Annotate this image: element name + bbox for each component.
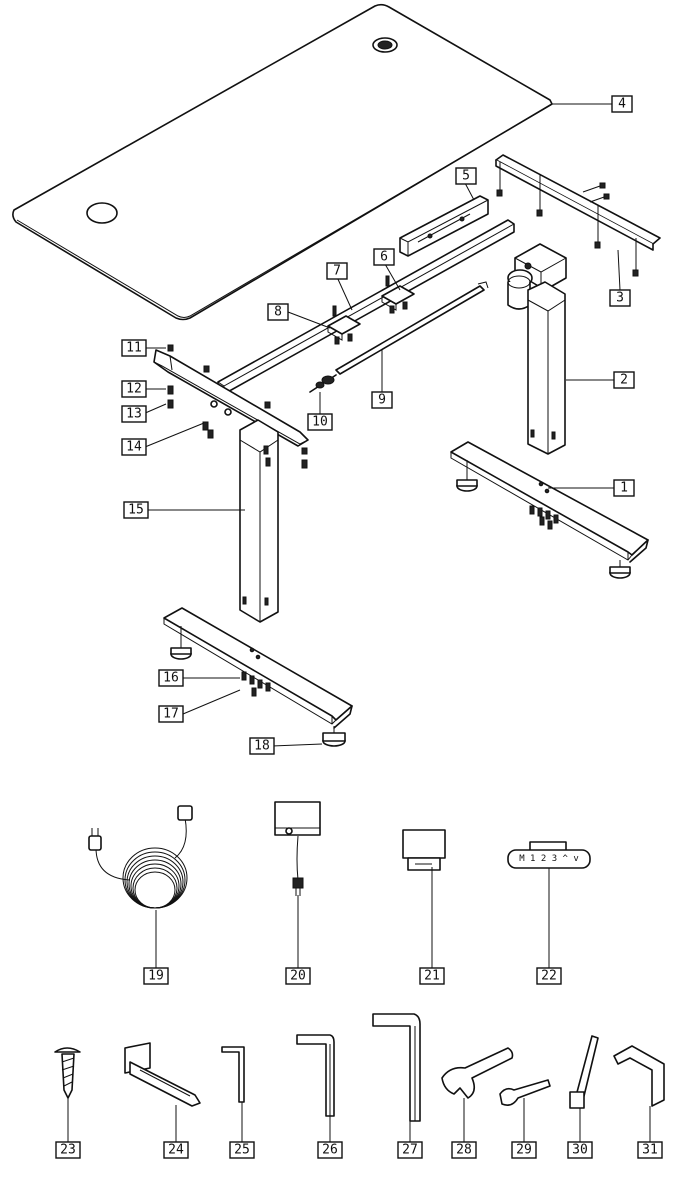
callout-3-label: 3 (616, 291, 624, 306)
callout-19: 19 (143, 967, 169, 985)
callout-4-label: 4 (618, 97, 626, 112)
callout-25-label: 25 (234, 1143, 250, 1158)
callout-21-label: 21 (424, 969, 440, 984)
callout-10-label: 10 (312, 415, 328, 430)
callout-25: 25 (229, 1141, 255, 1159)
callout-30-label: 30 (572, 1143, 588, 1158)
callout-11-label: 11 (126, 341, 142, 356)
callout-16: 16 (158, 669, 184, 687)
left-column (239, 419, 279, 623)
medium-allen-key (296, 1034, 335, 1117)
adapter-cable (274, 801, 321, 896)
screwdriver-bit (569, 1035, 599, 1109)
callout-22-label: 22 (541, 969, 557, 984)
left-foot (163, 607, 353, 747)
callout-21: 21 (419, 967, 445, 985)
callout-8: 8 (267, 303, 289, 321)
leader-lines (67, 103, 651, 1142)
callout-12: 12 (121, 380, 147, 398)
callout-23-label: 23 (60, 1143, 76, 1158)
desktop (12, 3, 553, 321)
callout-1-label: 1 (620, 481, 628, 496)
callout-9: 9 (371, 391, 393, 409)
callout-30: 30 (567, 1141, 593, 1159)
cable-tie-mount (124, 1042, 201, 1107)
callout-1: 1 (613, 479, 635, 497)
callout-23: 23 (55, 1141, 81, 1159)
callout-13-label: 13 (126, 407, 142, 422)
callout-16-label: 16 (163, 671, 179, 686)
left-beam-holder (327, 305, 361, 345)
callout-9-label: 9 (378, 393, 386, 408)
callout-10: 10 (307, 413, 333, 431)
callout-19-label: 19 (148, 969, 164, 984)
callout-24-label: 24 (168, 1143, 184, 1158)
callout-14: 14 (121, 438, 147, 456)
callout-27: 27 (397, 1141, 423, 1159)
callout-22: 22 (536, 967, 562, 985)
right-motor-column (507, 243, 567, 455)
power-cord (88, 805, 193, 909)
callout-5-label: 5 (462, 169, 470, 184)
callout-11: 11 (121, 339, 147, 357)
shaft-coupler (309, 374, 337, 393)
left-top-bracket (153, 344, 309, 469)
open-wrench (499, 1079, 551, 1106)
callout-8-label: 8 (274, 305, 282, 320)
callout-28: 28 (451, 1141, 477, 1159)
callout-26-label: 26 (322, 1143, 338, 1158)
callout-20-label: 20 (290, 969, 306, 984)
callout-6-label: 6 (380, 250, 388, 265)
callout-15-label: 15 (128, 503, 144, 518)
callout-31-label: 31 (642, 1143, 658, 1158)
callout-17: 17 (158, 705, 184, 723)
callout-7: 7 (326, 262, 348, 280)
callout-2: 2 (613, 371, 635, 389)
callout-6: 6 (373, 248, 395, 266)
callout-13: 13 (121, 405, 147, 423)
control-box-bracket (399, 195, 489, 257)
callout-4: 4 (611, 95, 633, 113)
right-top-bracket (495, 154, 661, 277)
control-box (402, 829, 446, 871)
callout-18-label: 18 (254, 739, 270, 754)
callout-27-label: 27 (402, 1143, 418, 1158)
right-beam-holder (381, 275, 415, 314)
callout-26: 26 (317, 1141, 343, 1159)
callout-2-label: 2 (620, 373, 628, 388)
callout-18: 18 (249, 737, 275, 755)
callout-14-label: 14 (126, 440, 142, 455)
handset-buttons: M 1 2 3 ^ v (519, 854, 579, 864)
callout-29-label: 29 (516, 1143, 532, 1158)
callout-12-label: 12 (126, 382, 142, 397)
callout-24: 24 (163, 1141, 189, 1159)
hex-drive-shaft (335, 281, 489, 375)
small-allen-key (221, 1046, 245, 1103)
callout-7-label: 7 (333, 264, 341, 279)
wood-screw (54, 1047, 81, 1099)
callout-17-label: 17 (163, 707, 179, 722)
callout-28-label: 28 (456, 1143, 472, 1158)
callout-20: 20 (285, 967, 311, 985)
handset: M 1 2 3 ^ v (507, 841, 591, 869)
callout-29: 29 (511, 1141, 537, 1159)
callout-31: 31 (637, 1141, 663, 1159)
callout-5: 5 (455, 167, 477, 185)
right-foot (450, 441, 649, 579)
cable-hook (613, 1045, 665, 1107)
large-allen-key (372, 1013, 421, 1122)
callout-15: 15 (123, 501, 149, 519)
callout-3: 3 (609, 289, 631, 307)
hook-wrench (441, 1047, 514, 1099)
